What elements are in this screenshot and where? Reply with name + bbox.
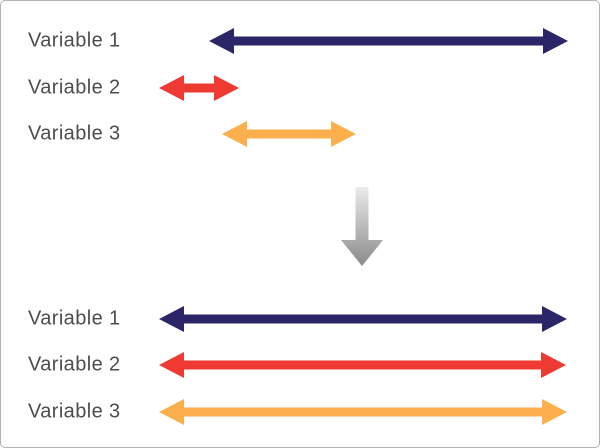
navy-double-arrow-icon [209,28,568,54]
orange-double-arrow-icon [159,399,567,425]
variable-label: Variable 3 [28,122,121,145]
navy-double-arrow-icon [159,306,567,332]
down-arrow-icon [341,187,383,266]
variable-label: Variable 2 [28,353,121,376]
red-double-arrow-icon [159,75,239,101]
orange-double-arrow-icon [222,121,356,147]
variable-label: Variable 2 [28,76,121,99]
variable-label: Variable 1 [28,29,121,52]
variable-label: Variable 3 [28,400,121,423]
variable-label: Variable 1 [28,307,121,330]
red-double-arrow-icon [159,352,566,378]
